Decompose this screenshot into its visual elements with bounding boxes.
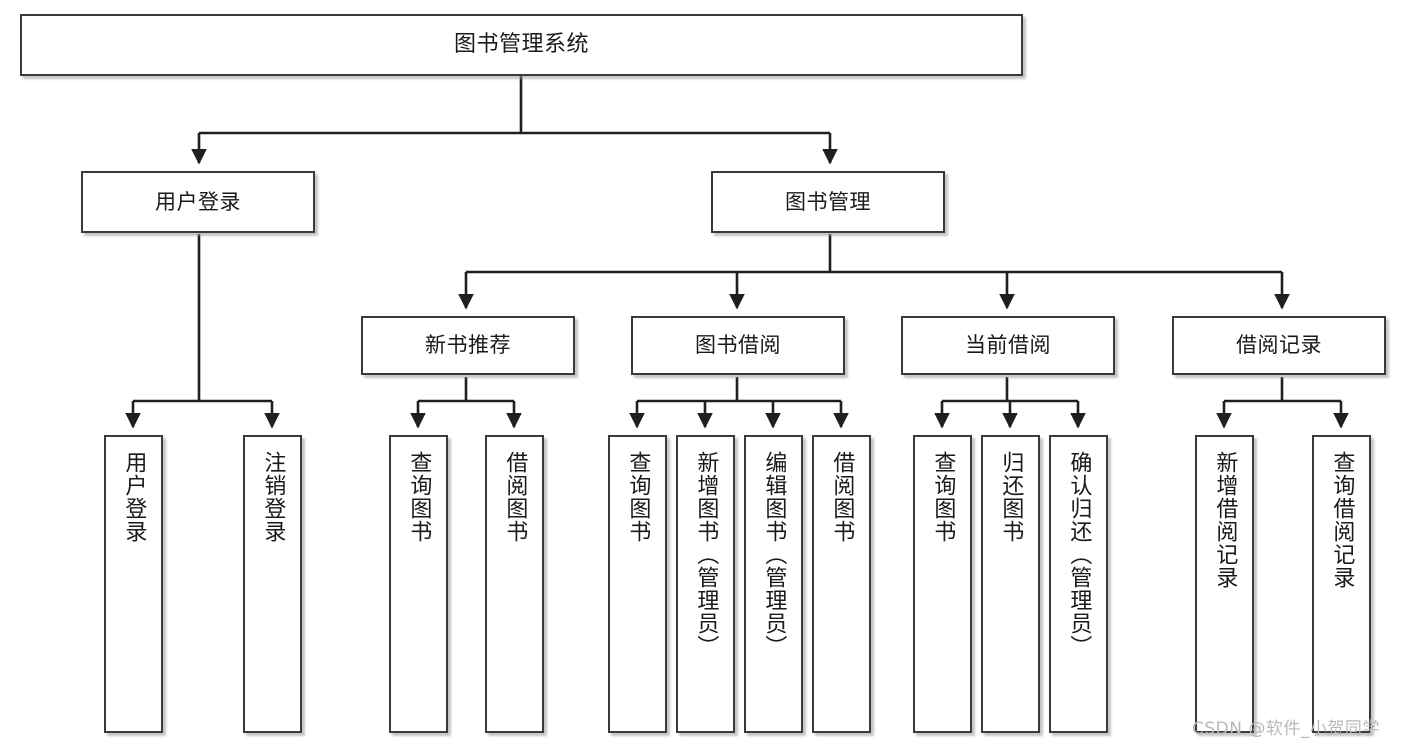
csdn-watermark: CSDN @软件_小贺同学 bbox=[1192, 719, 1380, 739]
node-book-manage[interactable]: 图书管理 bbox=[711, 171, 945, 233]
node-leaf-logout[interactable]: 注销登录 bbox=[243, 435, 302, 733]
node-leaf-edit-book-label: 编辑图书（管理员） bbox=[761, 451, 787, 658]
node-leaf-query-book-2[interactable]: 查询图书 bbox=[608, 435, 667, 733]
node-leaf-logout-label: 注销登录 bbox=[260, 451, 286, 543]
node-leaf-borrow-book-2[interactable]: 借阅图书 bbox=[812, 435, 871, 733]
node-leaf-edit-book[interactable]: 编辑图书（管理员） bbox=[744, 435, 803, 733]
node-new-book-recommend[interactable]: 新书推荐 bbox=[361, 316, 575, 375]
node-book-manage-label: 图书管理 bbox=[785, 189, 871, 214]
node-book-borrow-label: 图书借阅 bbox=[695, 333, 781, 358]
node-leaf-confirm-return-label: 确认归还（管理员） bbox=[1066, 451, 1092, 658]
node-leaf-return-book-label: 归还图书 bbox=[998, 451, 1024, 543]
node-leaf-borrow-book-1[interactable]: 借阅图书 bbox=[485, 435, 544, 733]
node-leaf-user-login-label: 用户登录 bbox=[121, 451, 147, 543]
node-borrow-record-label: 借阅记录 bbox=[1236, 333, 1322, 358]
node-leaf-return-book[interactable]: 归还图书 bbox=[981, 435, 1040, 733]
node-leaf-add-record[interactable]: 新增借阅记录 bbox=[1195, 435, 1254, 733]
node-root[interactable]: 图书管理系统 bbox=[20, 14, 1023, 76]
node-leaf-query-book-3-label: 查询图书 bbox=[930, 451, 956, 543]
node-new-book-recommend-label: 新书推荐 bbox=[425, 333, 511, 358]
node-leaf-query-record[interactable]: 查询借阅记录 bbox=[1312, 435, 1371, 733]
node-leaf-user-login[interactable]: 用户登录 bbox=[104, 435, 163, 733]
node-leaf-query-book-1-label: 查询图书 bbox=[406, 451, 432, 543]
node-user-login[interactable]: 用户登录 bbox=[81, 171, 315, 233]
node-leaf-query-record-label: 查询借阅记录 bbox=[1329, 451, 1355, 589]
node-current-borrow[interactable]: 当前借阅 bbox=[901, 316, 1115, 375]
node-leaf-query-book-2-label: 查询图书 bbox=[625, 451, 651, 543]
node-leaf-borrow-book-2-label: 借阅图书 bbox=[829, 451, 855, 543]
node-borrow-record[interactable]: 借阅记录 bbox=[1172, 316, 1386, 375]
node-book-borrow[interactable]: 图书借阅 bbox=[631, 316, 845, 375]
node-user-login-label: 用户登录 bbox=[155, 189, 241, 214]
node-current-borrow-label: 当前借阅 bbox=[965, 333, 1051, 358]
node-leaf-add-book-label: 新增图书（管理员） bbox=[693, 451, 719, 658]
node-leaf-query-book-1[interactable]: 查询图书 bbox=[389, 435, 448, 733]
node-leaf-query-book-3[interactable]: 查询图书 bbox=[913, 435, 972, 733]
node-leaf-borrow-book-1-label: 借阅图书 bbox=[502, 451, 528, 543]
node-leaf-confirm-return[interactable]: 确认归还（管理员） bbox=[1049, 435, 1108, 733]
node-root-label: 图书管理系统 bbox=[453, 32, 589, 58]
node-leaf-add-book[interactable]: 新增图书（管理员） bbox=[676, 435, 735, 733]
node-leaf-add-record-label: 新增借阅记录 bbox=[1212, 451, 1238, 589]
